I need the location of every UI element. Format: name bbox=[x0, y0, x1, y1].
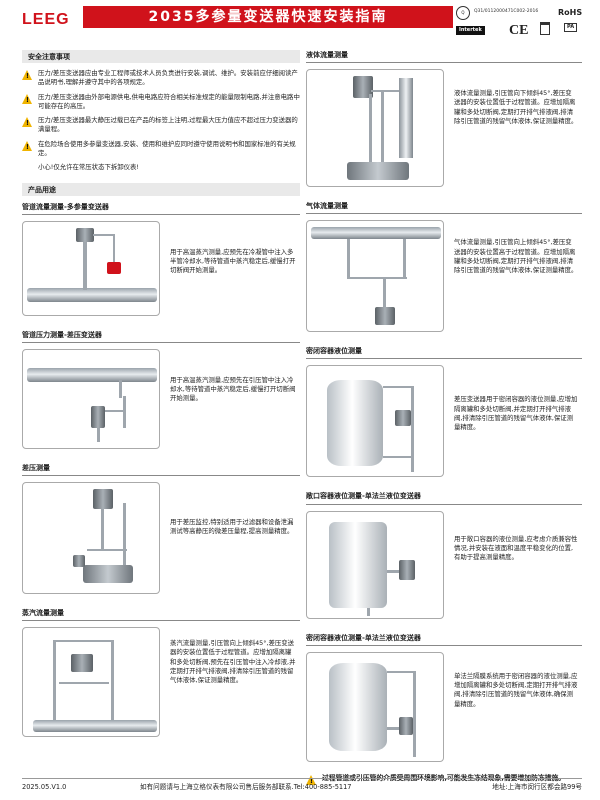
ce-mark: CE bbox=[509, 23, 529, 38]
liquid-flow-illustration bbox=[306, 69, 444, 188]
freeze-warning: 过程管道或引压管的介质受周围环境影响,可能发生冻结现象,需要增加防冻措施。 bbox=[306, 774, 582, 786]
certification-marks: Q Q31/0112000471C002-2016 RoHS Intertek … bbox=[456, 4, 596, 40]
usage-heading: 产品用途 bbox=[22, 182, 300, 196]
standard-seal-icon: Q bbox=[456, 6, 470, 20]
address: 地址:上海市闵行区都会路99号 bbox=[492, 783, 582, 791]
safety-item: 压力/差压变送器最大静压过载已在产品的标签上注明,过程最大压力值应不超过压力变送… bbox=[22, 116, 300, 135]
weee-bin-icon bbox=[540, 22, 550, 35]
usage-left-0: 管道流量测量-多参量变送器 用于高温蒸汽测量,应预先在冷凝管中注入多半管冷却水,… bbox=[22, 202, 300, 316]
warning-icon bbox=[306, 774, 317, 786]
safety-item: 在危险场合使用多参量变送器,安装、使用和维护应同时遵守使用说明书和国家标准的有关… bbox=[22, 140, 300, 159]
warning-icon bbox=[22, 140, 33, 152]
header: LEEG 2035多参量变送器快速安装指南 Q Q31/0112000471C0… bbox=[0, 0, 600, 40]
safety-list: 压力/差压变送器应由专业工程师或技术人员负责进行安装,调试、维护。安装前应仔细阅… bbox=[22, 69, 300, 173]
warning-icon bbox=[22, 70, 33, 81]
intertek-mark: Intertek bbox=[456, 26, 485, 36]
rohs-mark: RoHS bbox=[558, 8, 583, 17]
usage-left-2: 差压测量 用于差压监控,特别适用于过滤器和设备泄漏测试等高静压的微差压量程,提高… bbox=[22, 463, 300, 594]
safety-item: 压力/差压变送器应由专业工程师或技术人员负责进行安装,调试、维护。安装前应仔细阅… bbox=[22, 69, 300, 88]
usage-right-3: 敞口容器液位测量-单法兰液位变送器 用于敞口容器的液位测量,应考虑介质兼容性情况… bbox=[306, 491, 582, 619]
warning-icon bbox=[22, 93, 33, 105]
version: 2025.05.V1.0 bbox=[22, 783, 67, 791]
safety-note: 小心!仅允许在常压状态下拆卸仪表! bbox=[38, 163, 139, 172]
warning-icon bbox=[22, 117, 33, 128]
contact-info: 如有问题请与上海立格仪表有限公司售后服务部联系.Tel:400-885-5117 bbox=[140, 783, 352, 791]
differential-pressure-illustration bbox=[22, 481, 160, 594]
usage-right-4: 密闭容器液位测量-单法兰液位变送器 单法兰隔膜系统用于密闭容器的液位测量,应增加… bbox=[306, 633, 582, 762]
usage-right-0: 液体流量测量 液体流量测量,引压管向下倾斜45°,差压变送器的安装位置低于过程管… bbox=[306, 50, 582, 188]
pa-mark: PA bbox=[564, 23, 578, 33]
pipe-pressure-illustration bbox=[22, 348, 160, 449]
pipe-flow-illustration bbox=[22, 220, 160, 316]
standard-code: Q31/0112000471C002-2016 bbox=[474, 9, 539, 14]
usage-right-1: 气体流量测量 气体流量测量,引压管向上倾斜45°,差压变送器的安装位置高于过程管… bbox=[306, 201, 582, 333]
steam-flow-illustration bbox=[22, 627, 160, 738]
usage-left-1: 管道压力测量-差压变送器 用于高温蒸汽测量,应预先在引压管中注入冷却水,等待管道… bbox=[22, 330, 300, 449]
safety-heading: 安全注意事项 bbox=[22, 50, 300, 63]
left-column: 安全注意事项 压力/差压变送器应由专业工程师或技术人员负责进行安装,调试、维护。… bbox=[22, 50, 300, 738]
footer-divider bbox=[22, 778, 582, 779]
safety-item: 压力/差压变送器由外部电源供电,供电电路应符合相关标准规定的能量限制电路,并注意… bbox=[22, 93, 300, 112]
open-tank-level-illustration bbox=[306, 510, 444, 619]
closed-tank-level-illustration bbox=[306, 365, 444, 478]
right-column: 液体流量测量 液体流量测量,引压管向下倾斜45°,差压变送器的安装位置低于过程管… bbox=[306, 50, 582, 786]
usage-left-3: 蒸汽流量测量 蒸汽流量测量,引压管向上倾斜45°,差压变送器的安装位置低于过程管… bbox=[22, 608, 300, 738]
closed-tank-flange-illustration bbox=[306, 651, 444, 762]
page-title: 2035多参量变送器快速安装指南 bbox=[83, 6, 453, 28]
brand-logo: LEEG bbox=[22, 11, 70, 28]
usage-right-2: 密闭容器液位测量 差压变送器用于密闭容器的液位测量,应增加隔离罐和多处切断阀,并… bbox=[306, 346, 582, 478]
gas-flow-illustration bbox=[306, 220, 444, 333]
